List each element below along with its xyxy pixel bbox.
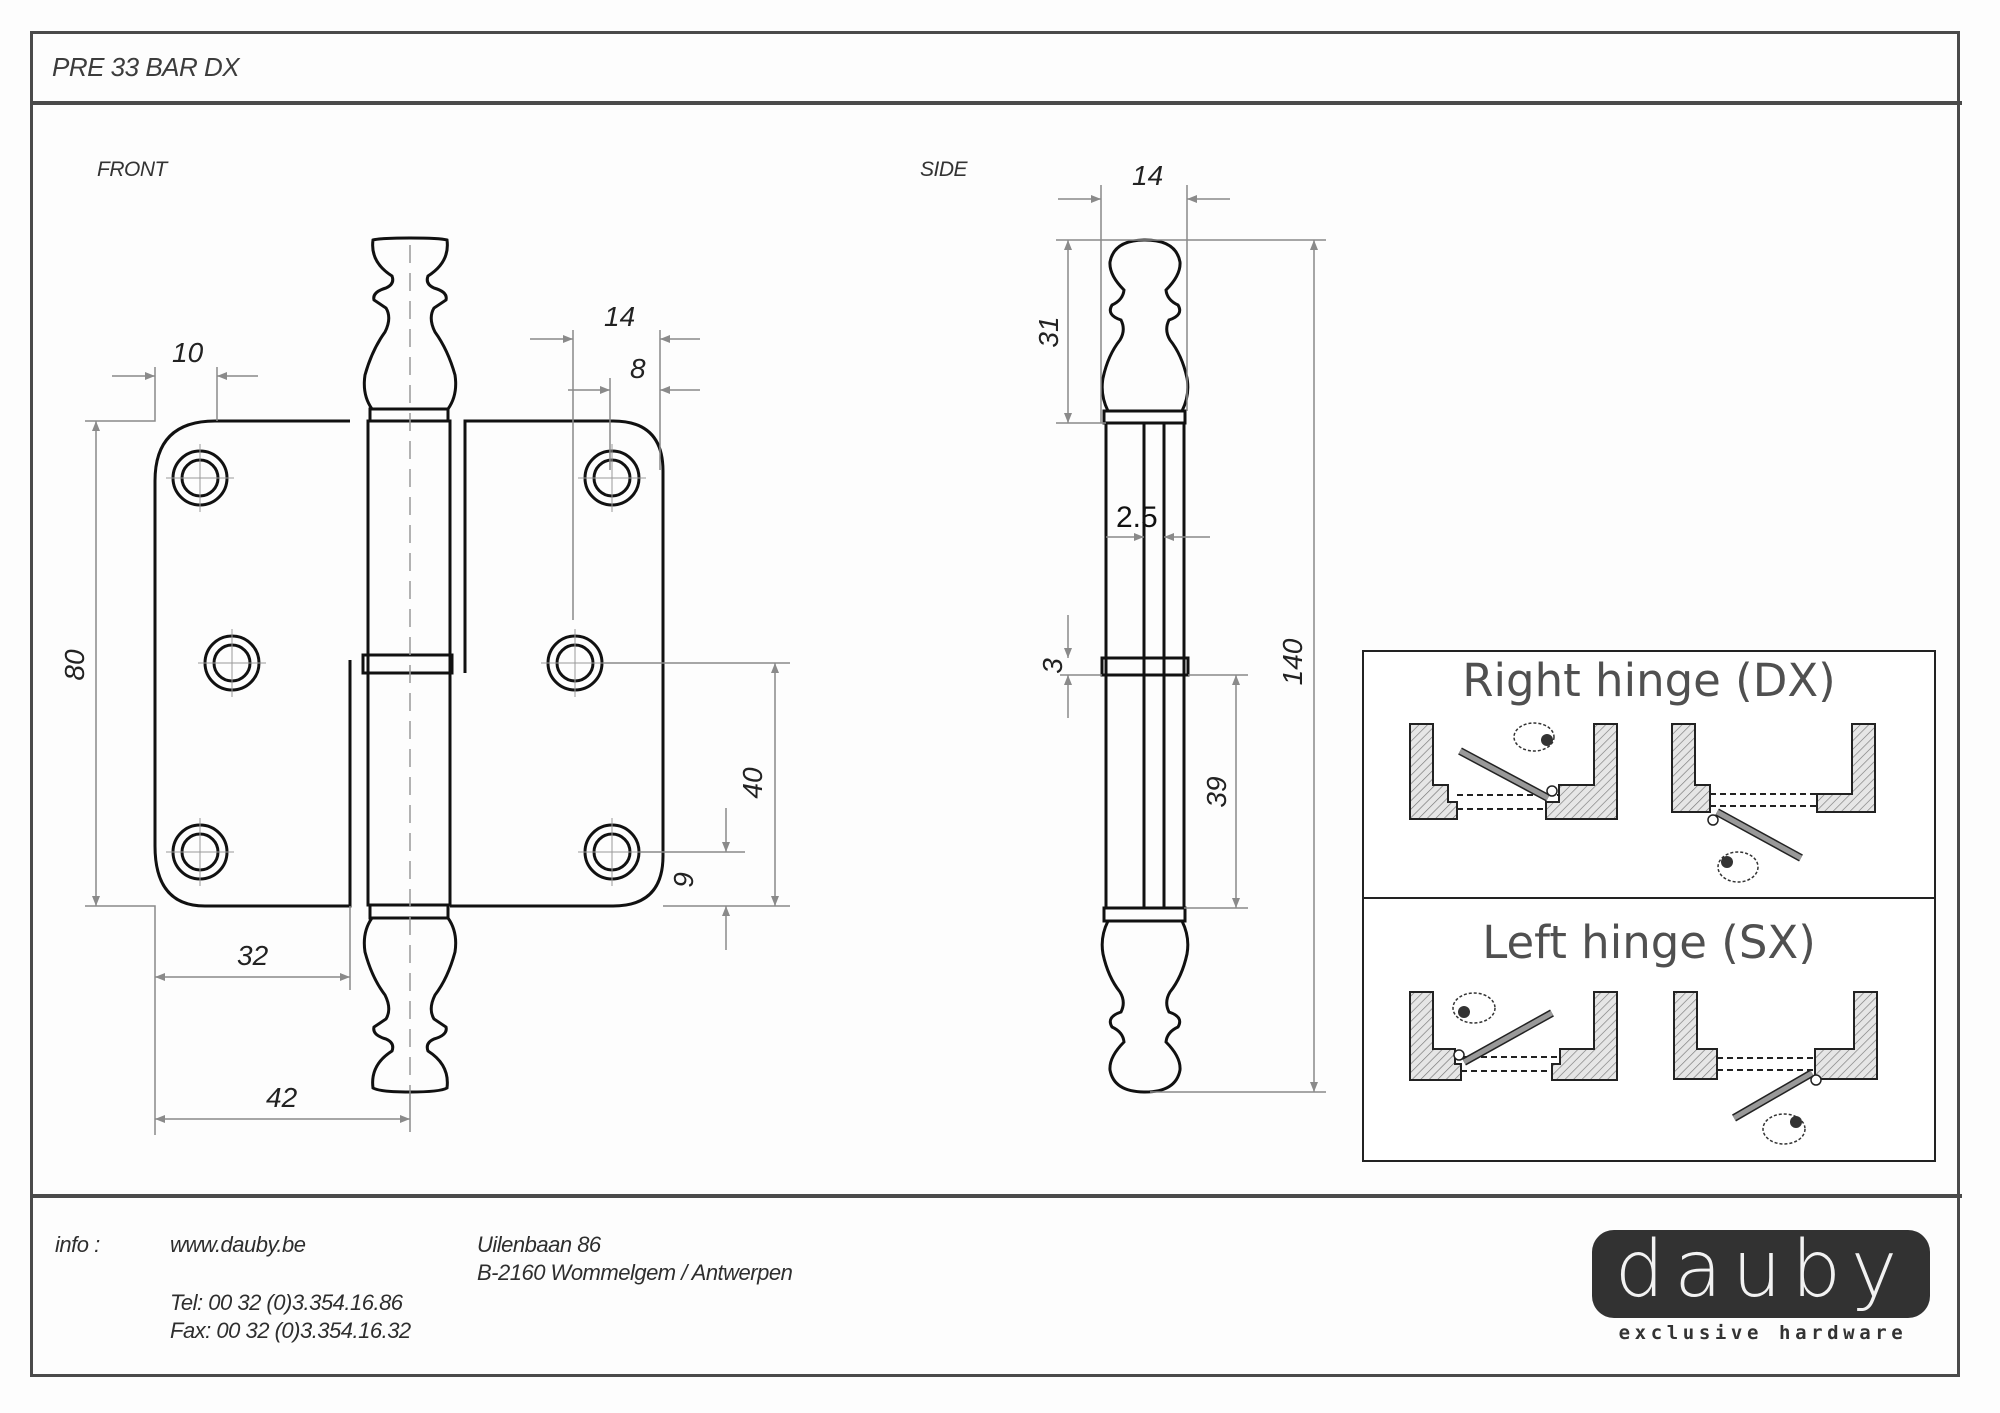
side-view-label: SIDE	[920, 158, 968, 181]
dx-outward-diagram	[1671, 723, 1876, 883]
guide-divider	[1364, 897, 1934, 899]
knuckle	[366, 419, 452, 907]
dim-42: 42	[266, 1082, 298, 1113]
dx-inward-diagram	[1409, 722, 1618, 820]
side-bottom-cap	[1102, 906, 1187, 923]
left-leaf	[153, 419, 352, 908]
dim-8: 8	[630, 353, 646, 384]
right-leaf	[450, 419, 665, 908]
dim-14-side: 14	[1132, 160, 1163, 191]
side-view	[1100, 238, 1190, 1094]
top-finial	[362, 236, 458, 410]
top-cap	[368, 407, 450, 423]
drawing-frame	[30, 31, 1960, 1377]
dim-14-front: 14	[604, 301, 635, 332]
person-icon	[1513, 722, 1555, 752]
dim-10: 10	[172, 337, 204, 368]
brand-logo: dauby	[1592, 1226, 1930, 1318]
dim-2-5: 2.5	[1116, 501, 1158, 534]
dim-80: 80	[59, 649, 90, 681]
side-dimension-labels: 14 31 2.5 3 39 140	[1033, 160, 1308, 808]
dim-3: 3	[1037, 658, 1068, 674]
dim-9: 9	[668, 872, 699, 888]
footer-address-line1: Uilenbaan 86	[477, 1232, 601, 1257]
dim-40: 40	[737, 767, 768, 799]
right-hinge-title: Right hinge (DX)	[1462, 654, 1836, 707]
sx-inward-diagram	[1409, 991, 1618, 1081]
dim-140: 140	[1277, 638, 1308, 685]
drawing-title: PRE 33 BAR DX	[52, 52, 240, 82]
brand-name: dauby	[1614, 1225, 1908, 1315]
footer-website-link[interactable]: www.dauby.be	[170, 1232, 306, 1257]
dim-39: 39	[1201, 776, 1232, 807]
front-dimension-labels: 10 14 8 80 40 9 32 42	[59, 301, 768, 1113]
footer-fax: Fax: 00 32 (0)3.354.16.32	[170, 1318, 411, 1343]
footer-divider	[30, 1194, 1962, 1198]
side-top-cap	[1102, 409, 1187, 425]
person-icon	[1762, 1113, 1806, 1145]
front-dimension-lines	[85, 330, 790, 1135]
side-top-finial	[1100, 238, 1190, 412]
brand-tagline: exclusive hardware	[1618, 1322, 1908, 1344]
footer-address-line2: B-2160 Wommelgem / Antwerpen	[477, 1260, 793, 1285]
footer-info-label: info :	[55, 1232, 100, 1257]
side-dimension-lines	[1056, 185, 1326, 1093]
hole-centerlines	[166, 444, 646, 886]
hinge-orientation-guide: Right hinge (DX) Left hinge (SX)	[1362, 650, 1936, 1162]
side-bottom-finial	[1100, 920, 1190, 1094]
left-hinge-title: Left hinge (SX)	[1482, 916, 1816, 969]
orientation-illustrations	[1409, 722, 1878, 1145]
dim-31: 31	[1033, 316, 1064, 347]
dim-32: 32	[237, 940, 269, 971]
bottom-cap	[368, 903, 450, 920]
header-divider	[30, 101, 1962, 105]
footer-tel: Tel: 00 32 (0)3.354.16.86	[170, 1290, 403, 1315]
screw-holes	[171, 449, 641, 881]
front-view-label: FRONT	[97, 158, 167, 181]
person-icon	[1452, 992, 1496, 1024]
front-view	[153, 236, 665, 1094]
middle-band	[361, 653, 454, 675]
sx-outward-diagram	[1673, 991, 1878, 1145]
person-icon	[1717, 851, 1759, 883]
